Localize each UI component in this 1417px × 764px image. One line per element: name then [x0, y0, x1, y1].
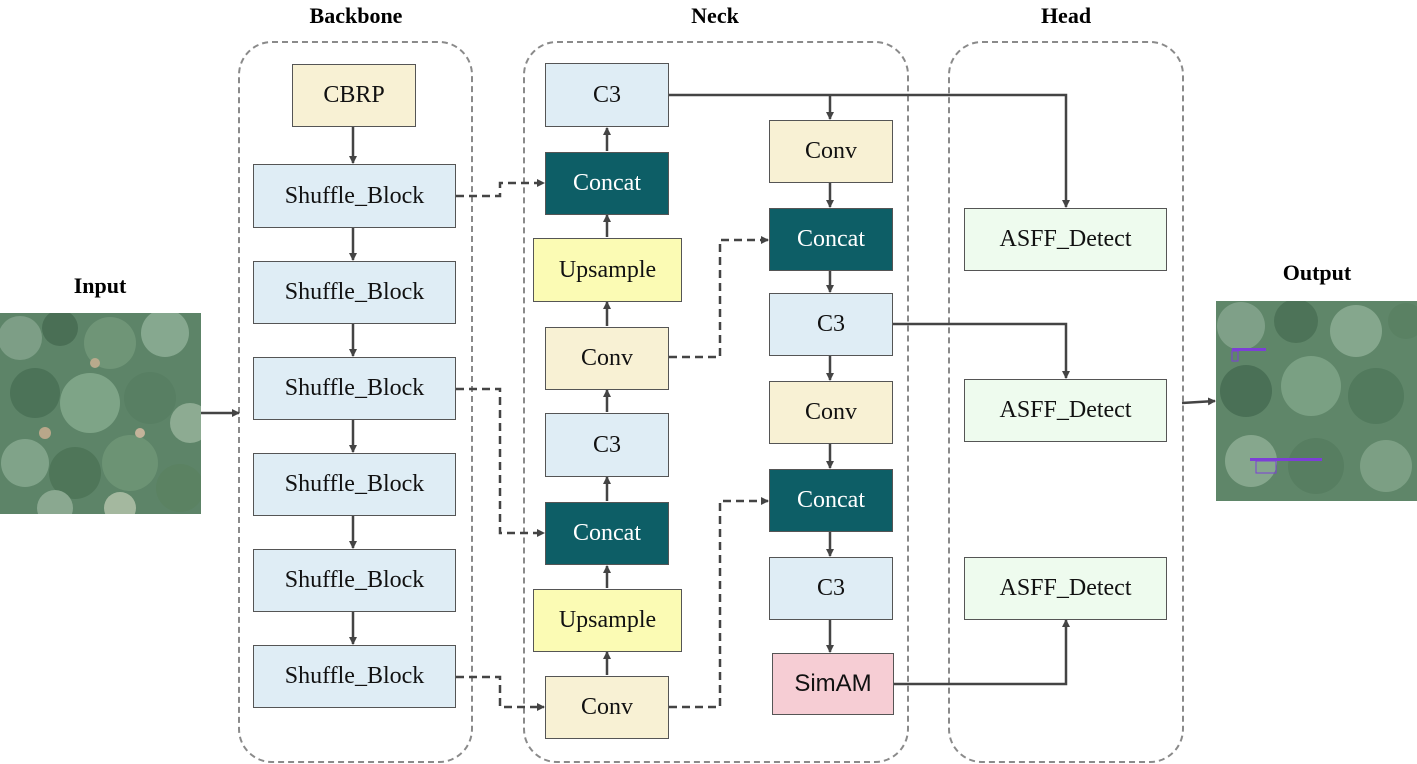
asff-detect-2: ASFF_Detect [964, 379, 1167, 442]
backbone-title: Backbone [309, 3, 403, 28]
skip-bb2-to-concat [456, 179, 545, 198]
input-title: Input [73, 273, 127, 298]
neck-c3-mid: C3 [545, 413, 669, 477]
neck-upsample-top: Upsample [533, 238, 682, 302]
neck-r-conv-top: Conv [769, 120, 893, 183]
neck-upsample-bottom: Upsample [533, 589, 682, 652]
detection-box [1231, 350, 1239, 362]
output-title: Output [1282, 260, 1352, 285]
asff-detect-1: ASFF_Detect [964, 208, 1167, 271]
neck-conv-mid: Conv [545, 327, 669, 390]
neck-r-c3-bottom: C3 [769, 557, 893, 620]
shuffle-block-6: Shuffle_Block [253, 645, 456, 708]
neck-group [523, 41, 909, 763]
neck-concat-bottom: Concat [545, 502, 669, 565]
neck-r-c3-mid: C3 [769, 293, 893, 356]
detection-box [1250, 458, 1322, 461]
arrow-c3-to-detect-1 [669, 93, 1070, 208]
neck-c3-top: C3 [545, 63, 669, 127]
shuffle-block-1: Shuffle_Block [253, 164, 456, 228]
neck-r-conv-mid: Conv [769, 381, 893, 444]
skip-bb4-to-concat [456, 387, 545, 537]
detection-box [1232, 348, 1266, 351]
shuffle-block-3: Shuffle_Block [253, 357, 456, 420]
output-image [1216, 301, 1417, 501]
simam-block: SimAM [772, 653, 894, 715]
shuffle-block-4: Shuffle_Block [253, 453, 456, 516]
arrow-output [1181, 397, 1216, 406]
skip-conv-to-concat-bottom [669, 497, 769, 709]
neck-r-concat-top: Concat [769, 208, 893, 271]
asff-detect-3: ASFF_Detect [964, 557, 1167, 620]
arrow-c3-to-detect-2 [893, 322, 1070, 379]
skip-conv-to-concat-top [669, 236, 769, 359]
skip-bb7-to-conv [456, 675, 545, 711]
neck-concat-top: Concat [545, 152, 669, 215]
neck-title: Neck [691, 3, 739, 28]
input-image [0, 313, 201, 514]
cbrp-block: CBRP [292, 64, 416, 127]
shuffle-block-5: Shuffle_Block [253, 549, 456, 612]
backbone-group [238, 41, 473, 763]
neck-r-concat-bottom: Concat [769, 469, 893, 532]
arrow-simam-to-detect-3 [894, 619, 1070, 686]
neck-conv-bottom: Conv [545, 676, 669, 739]
shuffle-block-2: Shuffle_Block [253, 261, 456, 324]
head-title: Head [1040, 3, 1092, 28]
detection-box [1255, 460, 1277, 474]
